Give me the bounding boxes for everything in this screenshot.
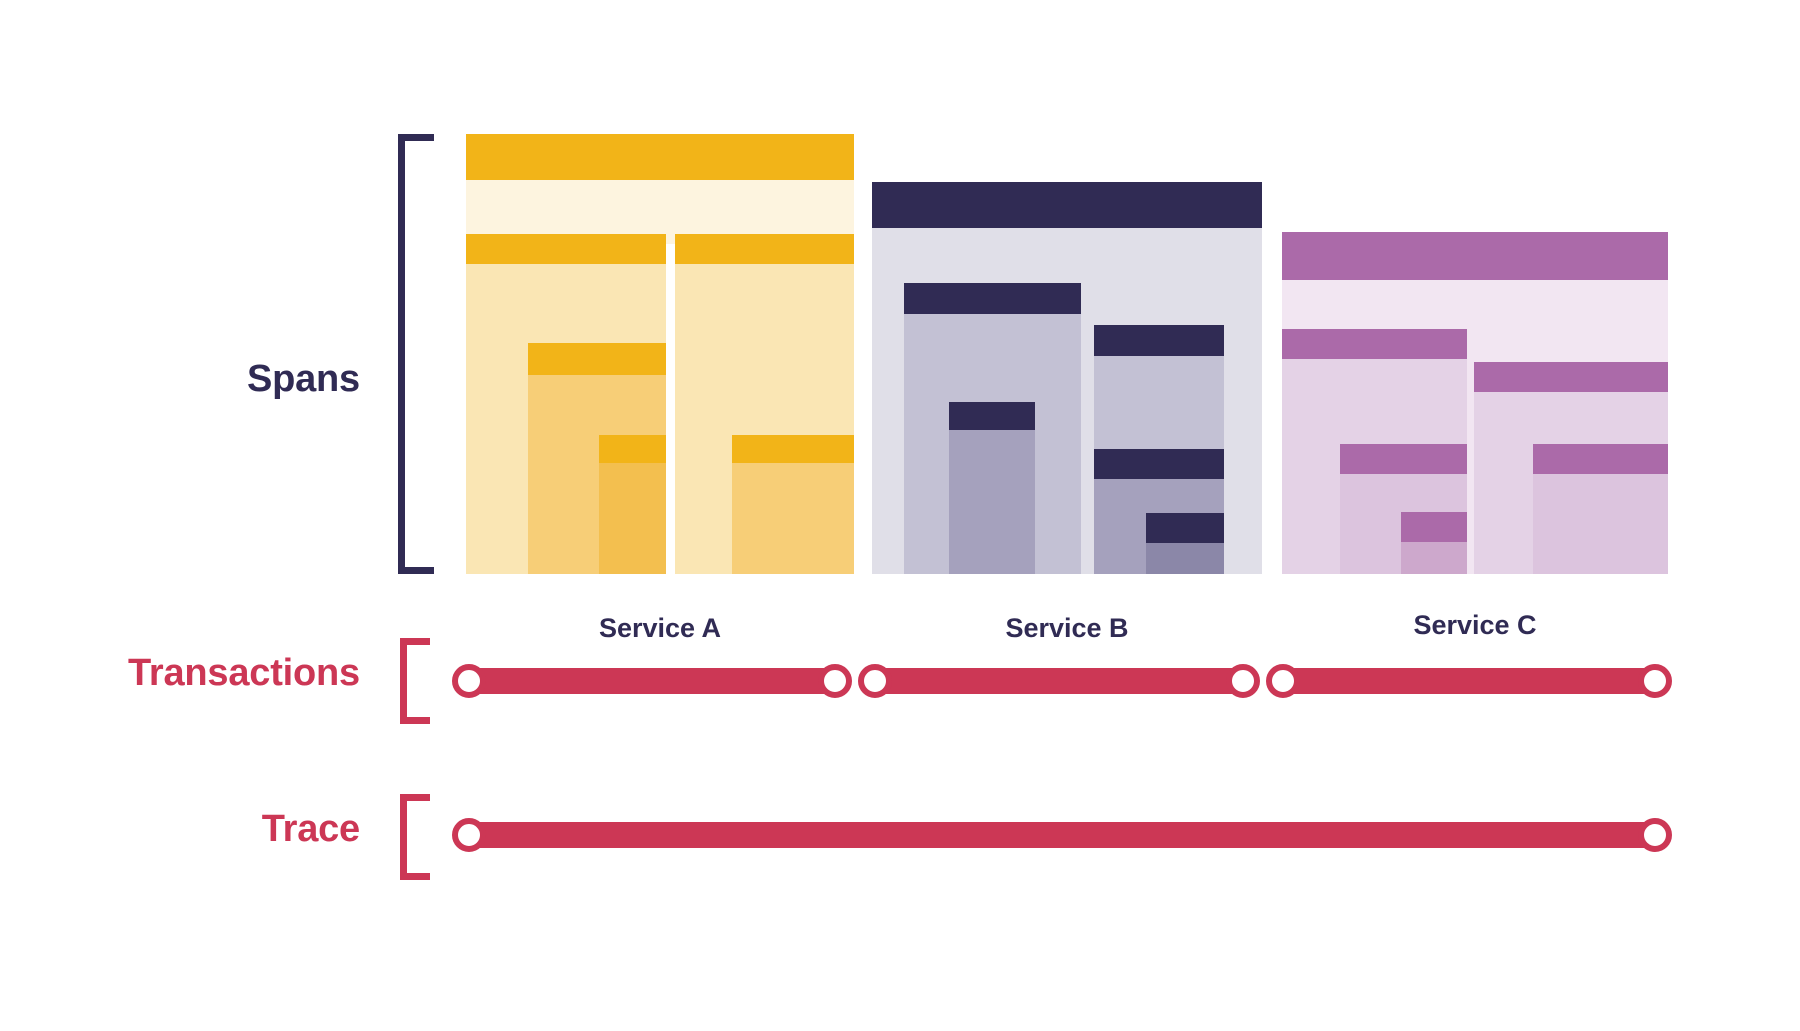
transaction-node-a-end[interactable] <box>818 664 852 698</box>
span-b-c1-1[interactable] <box>949 402 1035 574</box>
service-label-b: Service B <box>1005 613 1129 643</box>
transaction-node-c-end[interactable] <box>1638 664 1672 698</box>
transaction-bar-a[interactable] <box>462 668 840 694</box>
span-b-root-bar <box>872 182 1262 228</box>
span-c-c1-1-1-bar <box>1401 512 1467 542</box>
span-c-c1-bar <box>1282 329 1467 359</box>
trace-node-start[interactable] <box>452 818 486 852</box>
trace-bar[interactable] <box>462 822 1660 848</box>
spans-row-label: Spans <box>246 358 360 400</box>
transaction-node-b-end[interactable] <box>1226 664 1260 698</box>
transactions-row-label: Transactions <box>127 652 360 694</box>
transaction-bar-b[interactable] <box>868 668 1248 694</box>
span-c-c1-1-bar <box>1340 444 1467 474</box>
transactions-bracket <box>400 638 430 724</box>
transaction-node-b-start[interactable] <box>858 664 892 698</box>
spans-column-service-c <box>1282 232 1668 574</box>
service-label-c: Service C <box>1413 610 1537 640</box>
transaction-node-a-start[interactable] <box>452 664 486 698</box>
span-a-c1-1-bar <box>528 343 666 375</box>
trace-bracket <box>400 794 430 880</box>
span-b-c1-1-bar <box>949 402 1035 430</box>
span-a-c1-1-1-bar <box>599 435 666 463</box>
span-c-c2-1-bar <box>1533 444 1668 474</box>
span-b-c2-bar <box>1094 325 1224 356</box>
spans-bracket <box>398 134 434 574</box>
span-b-c2-1-bar <box>1094 449 1224 479</box>
trace-node-end[interactable] <box>1638 818 1672 852</box>
service-label-a: Service A <box>598 613 722 643</box>
span-a-c2-1-bar <box>732 435 854 463</box>
span-c-root-bar <box>1282 232 1668 280</box>
transaction-node-c-start[interactable] <box>1266 664 1300 698</box>
trace-row-label: Trace <box>261 808 361 850</box>
span-c-c2-bar <box>1474 362 1668 392</box>
span-a-c2-bar <box>675 234 854 264</box>
spans-column-service-a <box>466 134 854 574</box>
spans-column-service-b <box>872 182 1262 574</box>
span-a-root-bar <box>466 134 854 180</box>
span-b-c1-bar <box>904 283 1081 314</box>
span-a-c1-bar <box>466 234 666 264</box>
span-b-c2-1-1-bar <box>1146 513 1224 543</box>
transaction-bar-c[interactable] <box>1276 668 1660 694</box>
